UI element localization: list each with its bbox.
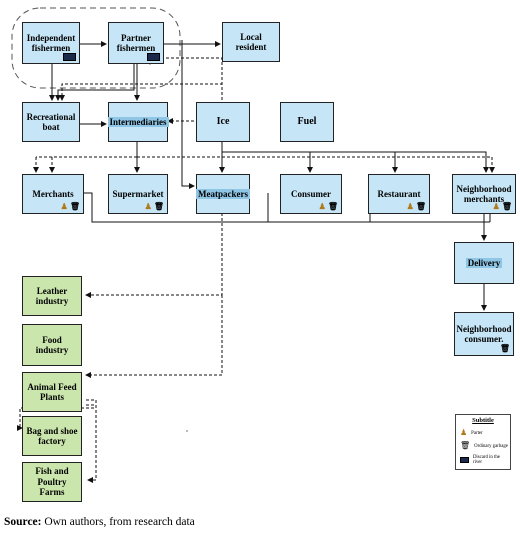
node-label: Delivery	[465, 257, 503, 269]
legend-label: Discard in the river	[472, 455, 500, 465]
node-label: Independent fishermen	[26, 32, 76, 53]
node-meatpackers: Meatpackers	[196, 174, 250, 214]
garbage-icon: 🗑	[499, 344, 510, 353]
node-neighborhood-merchants: Neighborhood merchants ♟ 🗑	[452, 174, 516, 214]
garbage-icon: 🗑	[69, 202, 80, 211]
legend: Subtitle ♟ Parter 🗑 Ordinary garbage Dis…	[455, 414, 511, 470]
node-label: Fuel	[297, 116, 317, 128]
source-label: Source:	[4, 516, 42, 528]
dashed-ice-to-partner	[147, 57, 223, 100]
garbage-icon: 🗑	[501, 202, 512, 211]
node-label: Consumer	[291, 188, 331, 199]
node-fish-poultry-farms: Fish and Poultry Farms	[22, 462, 82, 502]
legend-item: ♟ Parter	[460, 429, 510, 437]
node-label: Bag and shoe factory	[26, 425, 78, 446]
node-ice: Ice	[196, 102, 250, 142]
node-food-industry: Food industry	[22, 324, 82, 366]
source-text: Own authors, from research data	[44, 516, 195, 528]
arrow-ice-to-restaurant	[310, 151, 398, 173]
node-label: Local resident	[235, 31, 267, 52]
arrow-merchants-distribution-line	[84, 192, 490, 223]
node-neighborhood-consumer: Neighborhood consumer. 🗑	[454, 312, 514, 356]
node-independent-fishermen: Independent fishermen	[22, 22, 80, 64]
arrow-ice-to-neighborhood-merchants	[395, 151, 489, 173]
arrow-partner-to-boat	[55, 64, 135, 101]
garbage-icon: 🗑	[327, 202, 338, 211]
legend-item: Discard in the river	[460, 455, 510, 465]
node-label: Neighborhood merchants	[456, 183, 512, 204]
node-label: Neighborhood consumer.	[456, 323, 512, 344]
node-label: Food industry	[35, 334, 69, 355]
node-supermarket: Supermarket ♟ 🗑	[108, 174, 168, 214]
discard-river-icon	[147, 53, 160, 61]
stray-dot	[186, 430, 188, 432]
node-label: Supermarket	[112, 188, 164, 199]
node-label: Animal Feed Plants	[27, 381, 77, 402]
dashed-animal-feed-to-farms	[86, 404, 97, 483]
partner-icon: ♟	[60, 202, 68, 211]
legend-label: Ordinary garbage	[474, 443, 508, 449]
legend-title: Subtitle	[472, 417, 494, 424]
fishermen-group-outline	[11, 7, 181, 89]
arrow-partner-to-meatpackers	[181, 40, 195, 189]
legend-item: 🗑 Ordinary garbage	[460, 442, 510, 450]
node-label: Merchants	[32, 188, 74, 199]
partner-icon: ♟	[460, 428, 468, 437]
node-local-resident: Local resident	[222, 22, 280, 62]
garbage-icon: 🗑	[153, 202, 164, 211]
node-label: Leather industry	[35, 285, 69, 306]
node-label: Partner fishermen	[116, 32, 156, 53]
node-label: Intermediaries	[107, 116, 169, 128]
arrow-ice-to-consumer	[222, 151, 313, 173]
discard-river-icon	[460, 457, 469, 463]
partner-icon: ♟	[144, 202, 152, 211]
partner-icon: ♟	[492, 202, 500, 211]
dashed-ice-to-boat	[59, 83, 223, 101]
node-delivery: Delivery	[454, 242, 514, 284]
node-restaurant: Restaurant ♟ 🗑	[368, 174, 430, 214]
dashed-meatpackers-to-animal-feed	[85, 295, 223, 378]
node-label: Meatpackers	[196, 188, 250, 200]
legend-label: Parter	[471, 430, 483, 436]
node-fuel: Fuel	[280, 102, 334, 142]
garbage-icon: 🗑	[460, 441, 471, 450]
partner-icon: ♟	[406, 202, 414, 211]
node-leather-industry: Leather industry	[22, 276, 82, 316]
node-recreational-boat: Recreational boat	[22, 102, 80, 142]
node-consumer: Consumer ♟ 🗑	[280, 174, 342, 214]
node-partner-fishermen: Partner fishermen	[108, 22, 164, 64]
partner-icon: ♟	[318, 202, 326, 211]
source-caption: Source: Own authors, from research data	[4, 516, 195, 528]
node-label: Fish and Poultry Farms	[35, 466, 69, 498]
flow-connectors	[11, 7, 520, 483]
dashed-to-neighborhood-merchants	[36, 156, 492, 172]
node-merchants: Merchants ♟ 🗑	[22, 174, 84, 214]
node-bag-shoe-factory: Bag and shoe factory	[22, 416, 82, 456]
garbage-icon: 🗑	[415, 202, 426, 211]
node-label: Ice	[216, 116, 230, 128]
node-label: Restaurant	[377, 188, 421, 199]
dashed-meatpackers-to-leather	[85, 213, 223, 298]
node-intermediaries: Intermediaries	[107, 102, 169, 142]
discard-river-icon	[63, 53, 76, 61]
node-label: Recreational boat	[26, 111, 76, 132]
node-animal-feed-plants: Animal Feed Plants	[22, 372, 82, 412]
